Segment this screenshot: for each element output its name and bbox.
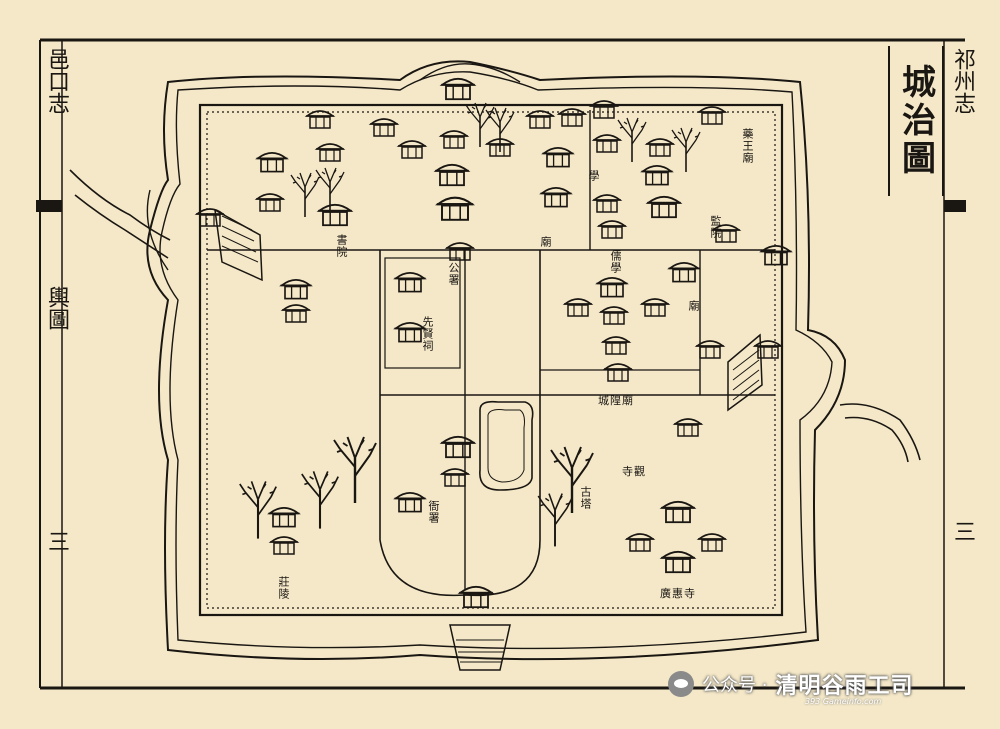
left-margin-section: 輿圖	[44, 286, 69, 330]
label-siguan: 寺觀	[622, 465, 646, 478]
title-box: 城治圖	[888, 46, 944, 196]
label-miao-north: 廟	[539, 236, 552, 248]
label-guanghui: 廣惠寺	[660, 587, 696, 600]
label-miao-east: 廟	[687, 300, 700, 312]
watermark-sub: 393 Gameinfo.com	[805, 697, 882, 706]
label-guta: 古塔	[579, 486, 592, 510]
label-yaowang: 藥王廟	[741, 128, 754, 164]
label-zhuangling: 莊陵	[277, 576, 290, 600]
label-xue-east: 學	[587, 170, 600, 182]
right-margin-page: 三	[950, 520, 975, 542]
map-title: 城治圖	[895, 64, 936, 178]
left-margin-page: 三	[44, 530, 69, 552]
label-shuyuan: 書院	[335, 234, 348, 258]
watermark-name: 清明谷雨工司	[775, 674, 914, 699]
label-chenghuang: 城隍廟	[598, 394, 634, 407]
label-ruxue: 儒學	[609, 250, 622, 274]
label-jianyuan: 監院	[709, 215, 722, 239]
wechat-icon	[668, 671, 694, 697]
label-gongshu: 公署	[447, 262, 460, 286]
left-margin-book: 邑口志	[44, 48, 69, 114]
right-margin-book: 祁州志	[950, 48, 975, 114]
label-xianci: 先賢祠	[421, 316, 434, 352]
label-yamen: 衙署	[427, 500, 440, 524]
watermark: 公众号 · 清明谷雨工司	[668, 664, 988, 704]
watermark-prefix: 公众号 ·	[702, 675, 768, 696]
